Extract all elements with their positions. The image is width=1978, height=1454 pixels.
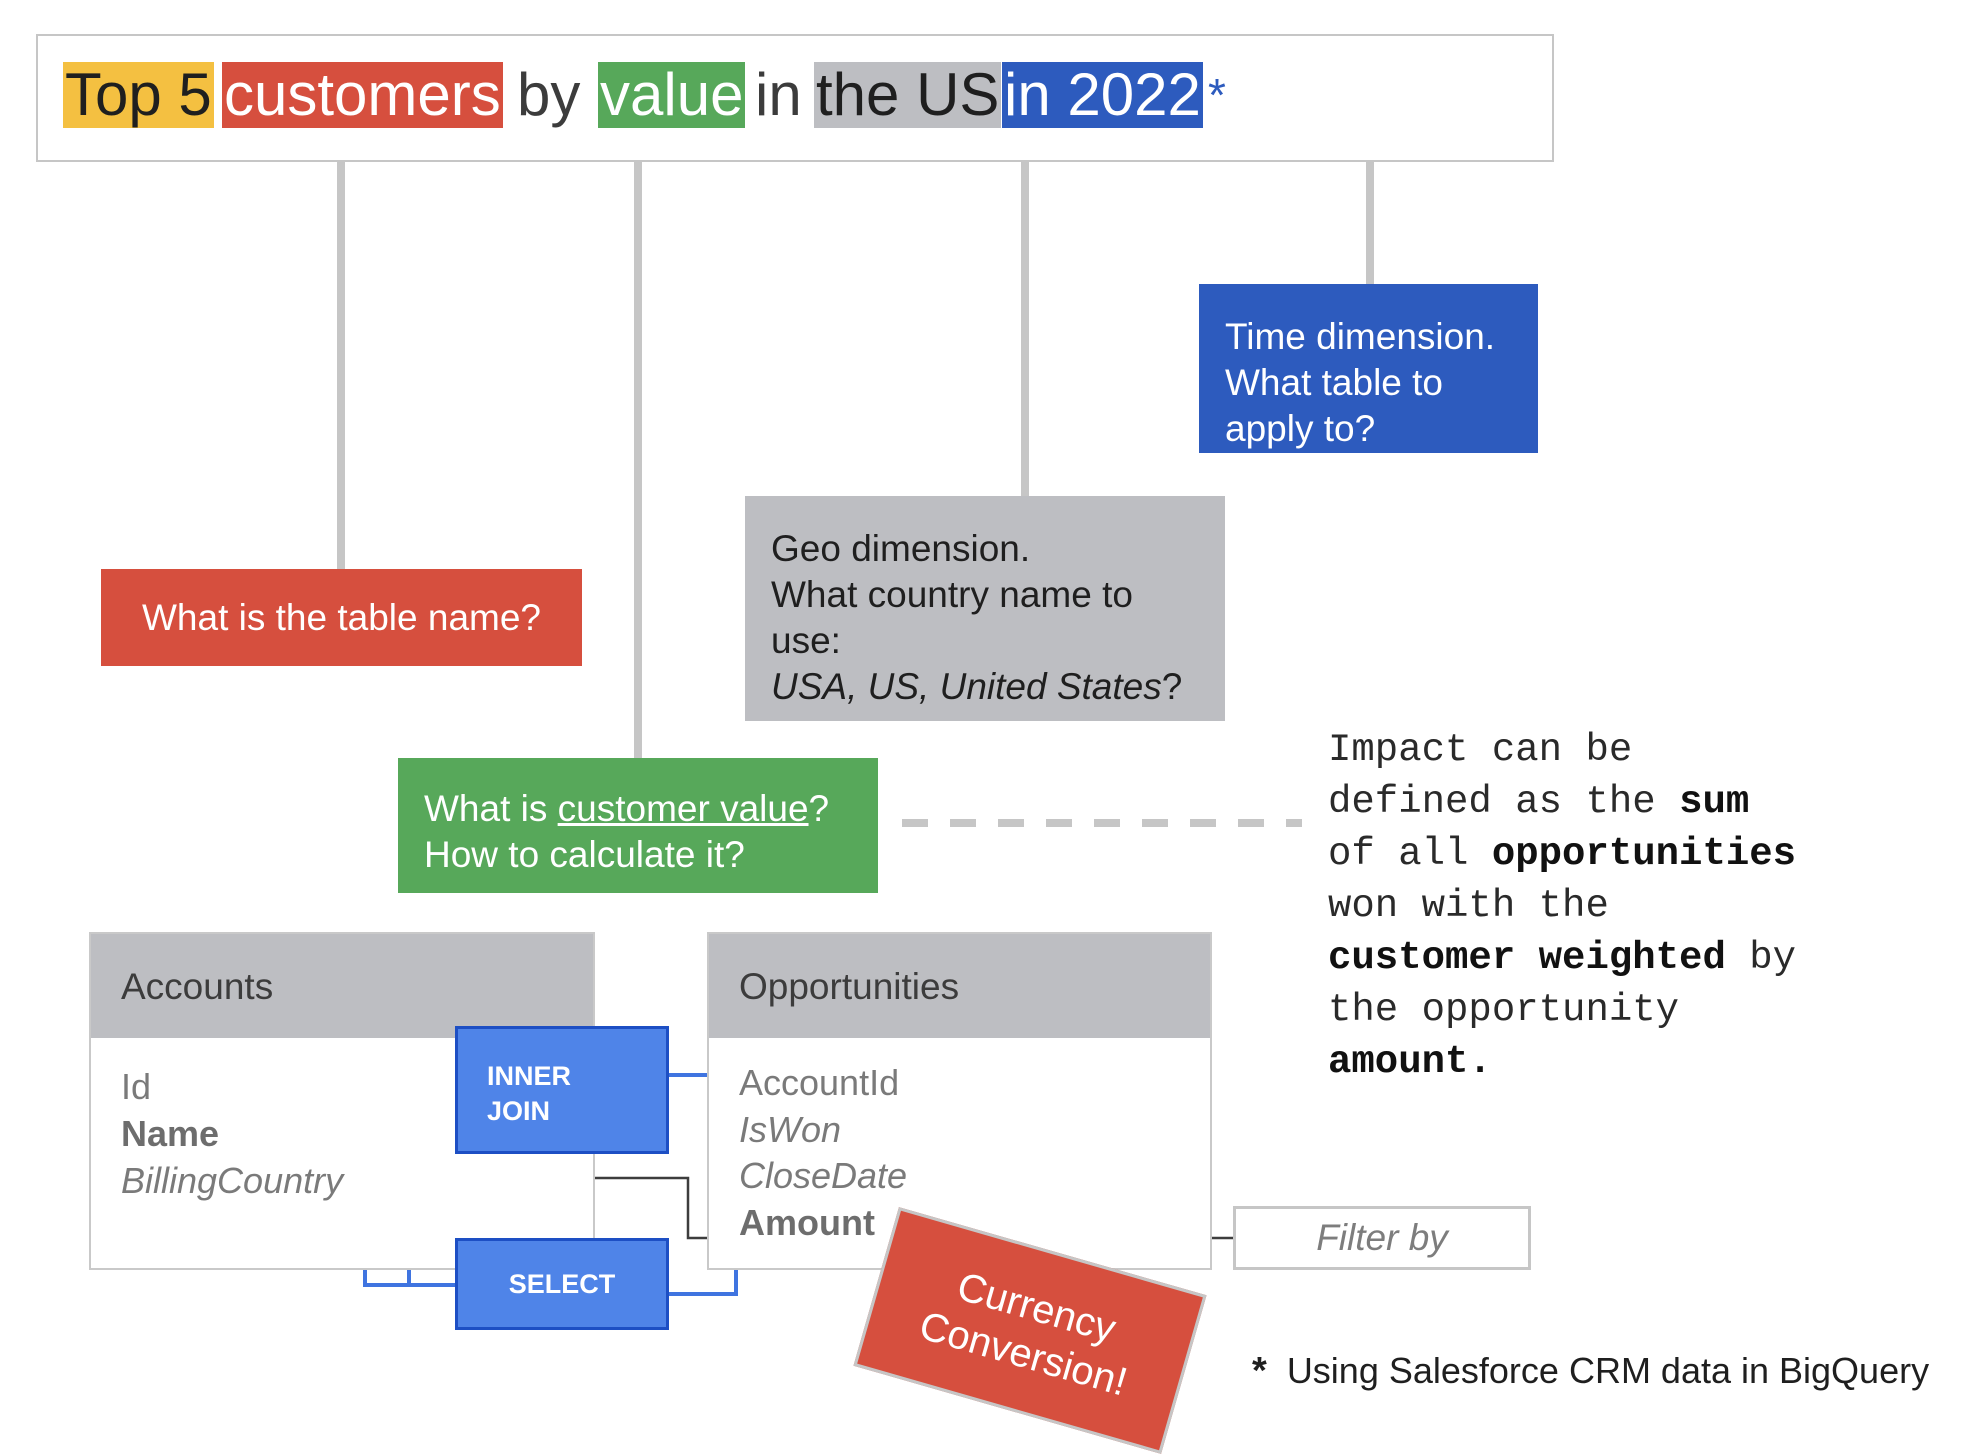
opportunities-table-title: Opportunities (709, 934, 1210, 1038)
impact-bold-customer-weighted: customer weighted (1328, 936, 1726, 980)
impact-text-3: won with the (1328, 884, 1609, 928)
select-label: SELECT (508, 1268, 616, 1299)
impact-definition-note: Impact can be defined as the sum of all … (1328, 724, 1888, 1088)
time-dimension-callout: Time dimension. What table to apply to? (1199, 284, 1538, 453)
field-billingcountry: BillingCountry (121, 1160, 344, 1201)
customer-value-callout: What is customer value? How to calculate… (398, 758, 878, 893)
table-name-question: What is the table name? (142, 596, 541, 638)
field-id: Id (121, 1066, 152, 1107)
join-label-1: INNER (487, 1061, 572, 1091)
word-in: in (755, 61, 802, 128)
impact-text-1: Impact can be defined as the (1328, 728, 1656, 824)
filter-label: Filter by (1316, 1217, 1448, 1258)
footnote-text: Using Salesforce CRM data in BigQuery (1286, 1350, 1930, 1391)
field-iswon: IsWon (739, 1109, 842, 1150)
field-name: Name (121, 1113, 220, 1154)
value-line1-start: What is (424, 788, 558, 829)
chip-customers: customers (222, 61, 503, 128)
field-closedate: CloseDate (739, 1155, 908, 1196)
time-line2: What table to (1225, 362, 1444, 403)
asterisk: * (1208, 69, 1226, 121)
customer-value-term: customer value (557, 788, 809, 829)
value-line1-end: ? (808, 788, 830, 829)
footnote-star: * (1252, 1350, 1267, 1392)
chip-2022: in 2022 (1002, 61, 1203, 128)
footnote: * Using Salesforce CRM data in BigQuery (1252, 1350, 1929, 1393)
geo-dimension-callout: Geo dimension. What country name to use:… (745, 496, 1225, 721)
geo-line3: use: (771, 620, 841, 661)
chip-value: value (598, 61, 746, 128)
chip-the-us: the US (814, 61, 1002, 128)
chip-top5: Top 5 (63, 61, 214, 128)
filter-by-box: Filter by (1233, 1206, 1531, 1270)
value-line2: How to calculate it? (424, 834, 745, 875)
geo-line1: Geo dimension. (771, 528, 1031, 569)
word-by: by (517, 61, 581, 128)
inner-join-box: INNER JOIN (455, 1026, 669, 1154)
impact-bold-amount: amount. (1328, 1040, 1492, 1084)
accounts-table-title: Accounts (91, 934, 593, 1038)
value-line1: What is customer value? (424, 786, 852, 832)
impact-text-4: by the opportunity (1328, 936, 1797, 1032)
impact-bold-sum: sum (1679, 780, 1750, 824)
impact-text-2: of all (1328, 832, 1469, 876)
geo-qmark: ? (1161, 666, 1183, 707)
geo-line4: USA, US, United States? (771, 664, 1199, 710)
field-accountid: AccountId (739, 1062, 900, 1103)
geo-country-options: USA, US, United States (771, 666, 1162, 707)
field-amount: Amount (739, 1202, 875, 1243)
table-name-callout: What is the table name? (101, 569, 582, 666)
time-line1: Time dimension. (1225, 316, 1496, 357)
impact-bold-opportunities: opportunities (1491, 832, 1797, 876)
time-line3: apply to? (1225, 408, 1376, 449)
geo-line2: What country name to (771, 574, 1133, 615)
join-label-2: JOIN (487, 1096, 551, 1126)
opportunities-table: Opportunities AccountId IsWon CloseDate … (707, 932, 1212, 1270)
select-box: SELECT (455, 1238, 669, 1330)
